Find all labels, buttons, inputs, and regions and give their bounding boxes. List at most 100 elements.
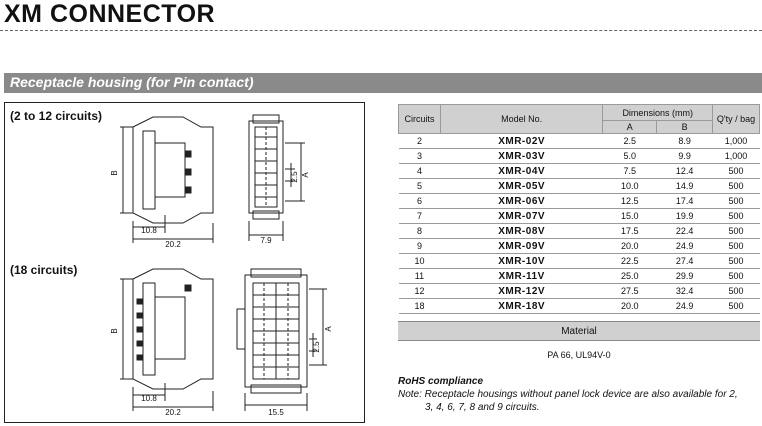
cell-circuits: 7	[398, 208, 441, 224]
cell-circuits: 3	[398, 148, 441, 164]
cell-qty: 500	[712, 208, 760, 224]
cell-qty: 500	[712, 268, 760, 284]
cell-model: XMR-10V	[440, 253, 603, 269]
cell-b: 24.9	[656, 298, 713, 314]
cell-qty: 500	[712, 193, 760, 209]
cell-b: 32.4	[656, 283, 713, 299]
cell-b: 19.9	[656, 208, 713, 224]
cell-model: XMR-05V	[440, 178, 603, 194]
side-view-drawing-top: B 10.8 20.2 2.5 A 7.9 B 10.8 20.2 2.5 A …	[110, 114, 333, 417]
cell-qty: 500	[712, 163, 760, 179]
dim-a-top: A	[301, 172, 310, 178]
title-divider	[0, 30, 762, 31]
cell-model: XMR-18V	[440, 298, 603, 314]
material-header: Material	[398, 321, 760, 341]
dim-b-bottom: B	[110, 328, 119, 333]
cell-qty: 500	[712, 223, 760, 239]
cell-b: 29.9	[656, 268, 713, 284]
dim-a-bottom: A	[324, 326, 333, 332]
cell-model: XMR-11V	[440, 268, 603, 284]
header-b: B	[656, 120, 714, 134]
cell-model: XMR-12V	[440, 283, 603, 299]
section-header: Receptacle housing (for Pin contact)	[4, 73, 762, 93]
cell-a: 7.5	[602, 163, 657, 179]
dim-7-9: 7.9	[260, 236, 272, 245]
rohs-heading: RoHS compliance	[398, 376, 484, 387]
cell-a: 27.5	[602, 283, 657, 299]
cell-circuits: 9	[398, 238, 441, 254]
cell-a: 20.0	[602, 238, 657, 254]
material-value: PA 66, UL94V-0	[547, 350, 611, 360]
cell-b: 24.9	[656, 238, 713, 254]
cell-circuits: 10	[398, 253, 441, 269]
cell-b: 22.4	[656, 223, 713, 239]
section-title: Receptacle housing (for Pin contact)	[10, 74, 254, 90]
header-dimensions: Dimensions (mm)	[602, 104, 714, 121]
cell-b: 9.9	[656, 148, 713, 164]
cell-b: 12.4	[656, 163, 713, 179]
dim-2-5-top: 2.5	[290, 171, 299, 183]
cell-qty: 500	[712, 238, 760, 254]
cell-model: XMR-06V	[440, 193, 603, 209]
cell-b: 14.9	[656, 178, 713, 194]
cell-a: 22.5	[602, 253, 657, 269]
header-model: Model No.	[439, 104, 604, 134]
header-qty: Q'ty / bag	[712, 104, 760, 134]
rohs-note: Note: Receptacle housings without panel …	[398, 388, 760, 414]
header-circuits: Circuits	[398, 104, 441, 134]
cell-qty: 500	[712, 253, 760, 269]
cell-circuits: 8	[398, 223, 441, 239]
cell-circuits: 12	[398, 283, 441, 299]
cell-qty: 500	[712, 283, 760, 299]
cell-a: 10.0	[602, 178, 657, 194]
dim-20-2-bottom: 20.2	[165, 408, 181, 417]
cell-b: 17.4	[656, 193, 713, 209]
cell-qty: 1,000	[712, 133, 760, 149]
rohs-note-line1: Note: Receptacle housings without panel …	[398, 389, 738, 400]
cell-a: 5.0	[602, 148, 657, 164]
spec-table: Circuits Model No. Dimensions (mm) Q'ty …	[398, 104, 760, 314]
cell-qty: 1,000	[712, 148, 760, 164]
dim-b-top: B	[110, 170, 119, 175]
cell-a: 2.5	[602, 133, 657, 149]
cell-b: 8.9	[656, 133, 713, 149]
drawing-label-2-12: (2 to 12 circuits)	[10, 109, 103, 123]
dim-10-8-top: 10.8	[141, 226, 157, 235]
cell-circuits: 5	[398, 178, 441, 194]
cell-a: 17.5	[602, 223, 657, 239]
cell-qty: 500	[712, 298, 760, 314]
cell-a: 15.0	[602, 208, 657, 224]
cell-b: 27.4	[656, 253, 713, 269]
dim-2-5-bottom: 2.5	[312, 341, 321, 353]
header-a: A	[602, 120, 658, 134]
cell-model: XMR-08V	[440, 223, 603, 239]
dim-20-2-top: 20.2	[165, 240, 181, 249]
cell-qty: 500	[712, 178, 760, 194]
cell-circuits: 6	[398, 193, 441, 209]
cell-model: XMR-03V	[440, 148, 603, 164]
cell-circuits: 18	[398, 298, 441, 314]
cell-a: 12.5	[602, 193, 657, 209]
cell-model: XMR-09V	[440, 238, 603, 254]
rohs-note-line2: 3, 4, 6, 7, 8 and 9 circuits.	[425, 402, 540, 413]
cell-a: 20.0	[602, 298, 657, 314]
dim-15-5: 15.5	[268, 408, 284, 417]
cell-circuits: 11	[398, 268, 441, 284]
page-title: XM CONNECTOR	[4, 0, 216, 28]
cell-model: XMR-04V	[440, 163, 603, 179]
cell-model: XMR-07V	[440, 208, 603, 224]
cell-a: 25.0	[602, 268, 657, 284]
